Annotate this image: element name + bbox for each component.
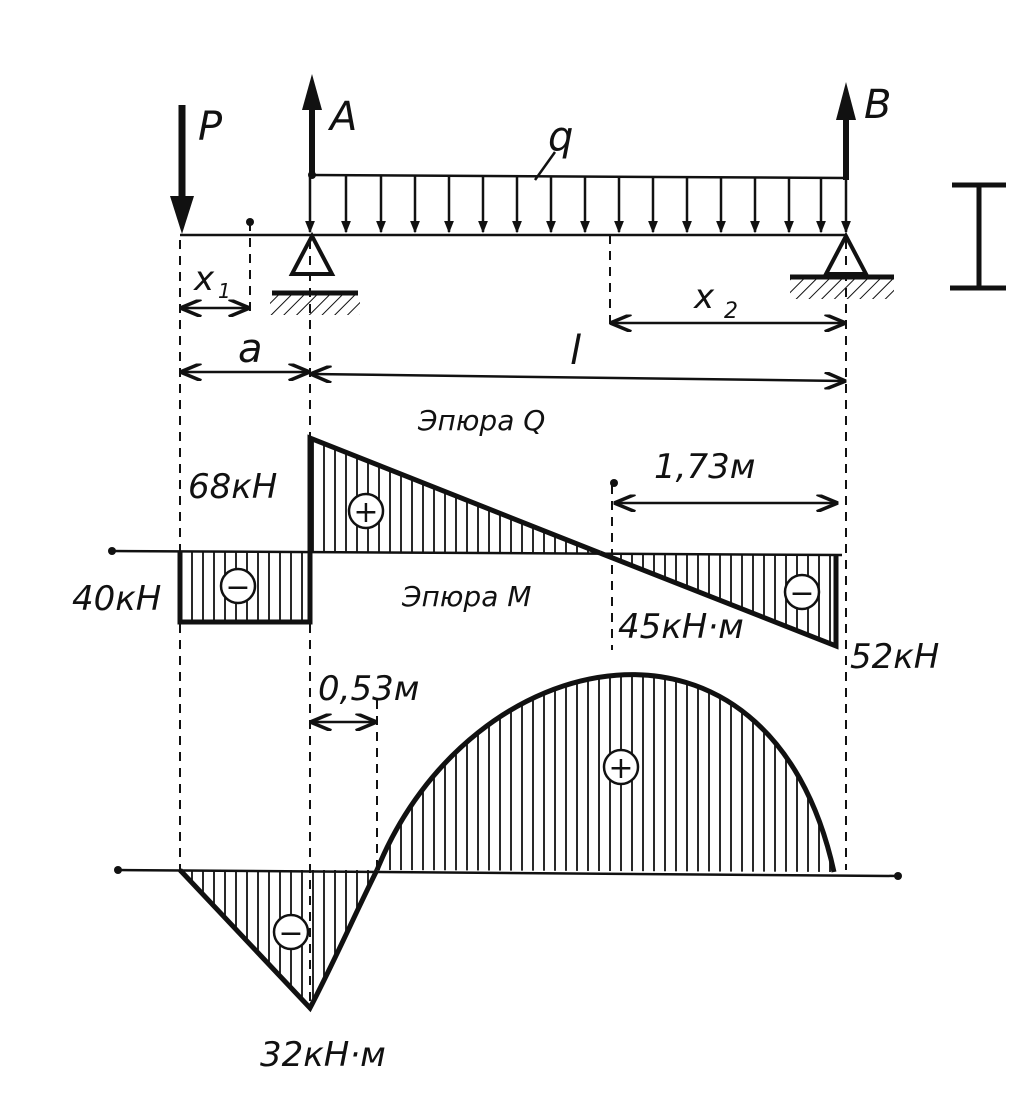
i-beam-section-icon <box>950 182 1006 291</box>
q-value-52kn: 52кН <box>850 637 939 677</box>
svg-text:−: − <box>278 916 303 951</box>
svg-text:+: + <box>608 751 633 786</box>
support-b <box>790 231 894 299</box>
support-a <box>270 231 360 315</box>
label-x2-sub: 2 <box>724 299 738 324</box>
moment-diagram: Эпюра М − + 45кН·м 32кН·м 0,53м <box>114 580 902 1075</box>
beam-scheme: q P A B <box>170 74 1006 315</box>
moment-diagram-title: Эпюра М <box>401 580 531 613</box>
sign-plus-q: + <box>347 492 385 530</box>
m-zero-distance: 0,53м <box>318 669 419 709</box>
sign-minus-q-right: − <box>783 573 821 611</box>
sign-plus-m: + <box>602 748 640 786</box>
distributed-load-q: q <box>305 114 851 234</box>
label-l-dim: l <box>570 328 581 374</box>
q-zero-distance: 1,73м <box>654 447 755 487</box>
svg-text:+: + <box>353 495 378 530</box>
m-value-32knm: 32кН·м <box>260 1035 386 1075</box>
sign-minus-q-left: − <box>219 567 257 605</box>
label-x1-sub: 1 <box>218 279 231 303</box>
m-value-45knm: 45кН·м <box>618 607 744 647</box>
label-x1: x <box>193 259 215 299</box>
q-value-68kn: 68кН <box>188 467 277 507</box>
q-value-40kn: 40кН <box>72 579 161 619</box>
label-x2: x <box>693 277 715 317</box>
dimension-lines: x 1 x 2 a l <box>179 218 847 1005</box>
svg-text:−: − <box>789 576 814 611</box>
label-q: q <box>548 114 573 160</box>
shear-diagram-title: Эпюра Q <box>417 404 545 437</box>
label-b: B <box>864 82 891 128</box>
label-p: P <box>198 104 223 150</box>
shear-diagram: Эпюра Q − + − 68кН 40кН 52кН <box>72 404 939 677</box>
sign-minus-m: − <box>272 913 310 951</box>
label-a-dim: a <box>238 326 263 372</box>
reaction-b-arrow: B <box>836 82 891 180</box>
label-a: A <box>327 94 357 140</box>
force-p-arrow: P <box>170 104 223 234</box>
reaction-a-arrow: A <box>302 74 357 179</box>
svg-text:−: − <box>225 570 250 605</box>
